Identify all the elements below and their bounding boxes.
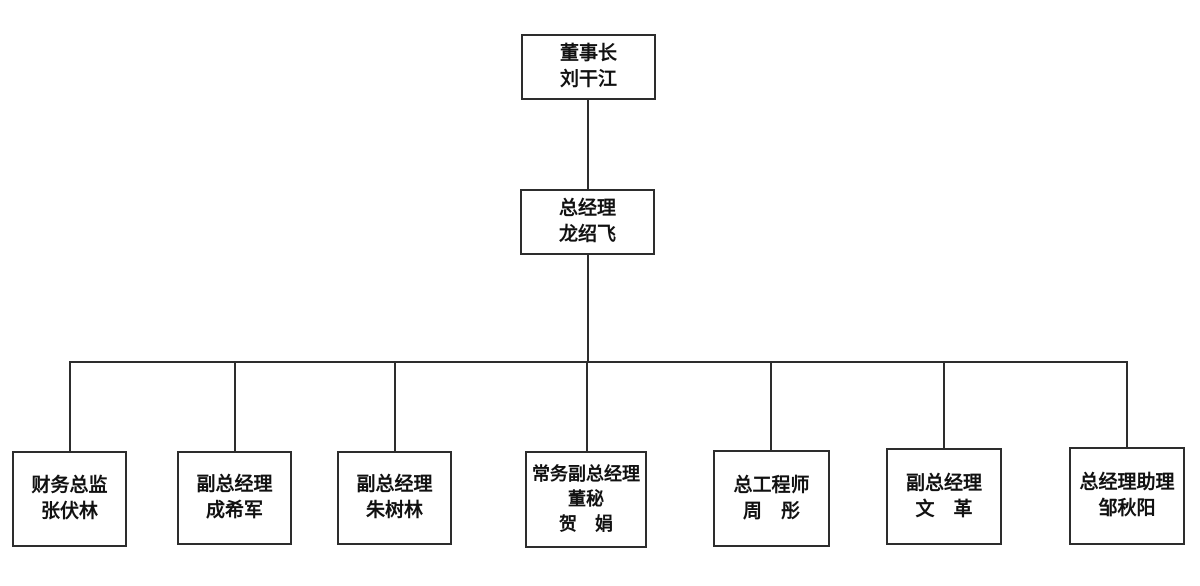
- connector-drop-deputy-gm-3: [943, 361, 945, 449]
- org-node-chief-engineer: 总工程师 周 彤: [713, 450, 830, 547]
- node-title: 副总经理: [356, 474, 433, 495]
- connector-drop-finance-director: [69, 361, 71, 452]
- node-title: 总经理: [558, 198, 616, 219]
- node-title: 财务总监: [31, 475, 108, 496]
- node-subtitle: 董秘: [568, 489, 604, 509]
- org-node-general-manager: 总经理 龙绍飞: [520, 189, 655, 255]
- node-person-name: 邹秋阳: [1098, 498, 1156, 519]
- connector-drop-executive-deputy-gm: [586, 361, 588, 452]
- node-person-name: 刘干江: [559, 69, 617, 90]
- connector-horizontal-bus: [69, 361, 1128, 363]
- connector-drop-chief-engineer: [770, 361, 772, 451]
- node-title: 常务副总经理: [532, 464, 640, 484]
- node-person-name: 周 彤: [742, 500, 800, 522]
- org-node-executive-deputy-gm: 常务副总经理 董秘 贺 娟: [525, 451, 647, 548]
- org-node-deputy-gm-2: 副总经理 朱树林: [337, 451, 452, 545]
- node-title: 总经理助理: [1079, 472, 1175, 493]
- node-person-name: 文 革: [915, 498, 973, 520]
- node-person-name: 朱树林: [365, 500, 423, 521]
- org-node-deputy-gm-1: 副总经理 成希军: [177, 451, 292, 545]
- node-person-name: 张伏林: [40, 501, 98, 522]
- org-node-deputy-gm-3: 副总经理 文 革: [886, 448, 1002, 545]
- connector-drop-gm-assistant: [1126, 361, 1128, 448]
- node-title: 董事长: [559, 43, 617, 64]
- node-person-name: 龙绍飞: [558, 224, 616, 245]
- connector-chairman-to-gm: [587, 100, 589, 190]
- node-title: 副总经理: [196, 474, 273, 495]
- org-node-finance-director: 财务总监 张伏林: [12, 451, 127, 547]
- connector-drop-deputy-gm-1: [234, 361, 236, 452]
- node-person-name: 成希军: [205, 500, 263, 521]
- node-title: 总工程师: [733, 474, 810, 496]
- connector-gm-to-bus: [587, 254, 589, 363]
- connector-drop-deputy-gm-2: [394, 361, 396, 452]
- org-node-chairman: 董事长 刘干江: [521, 34, 656, 100]
- node-title: 副总经理: [905, 472, 982, 494]
- node-person-name: 贺 娟: [559, 514, 613, 534]
- org-node-gm-assistant: 总经理助理 邹秋阳: [1069, 447, 1185, 545]
